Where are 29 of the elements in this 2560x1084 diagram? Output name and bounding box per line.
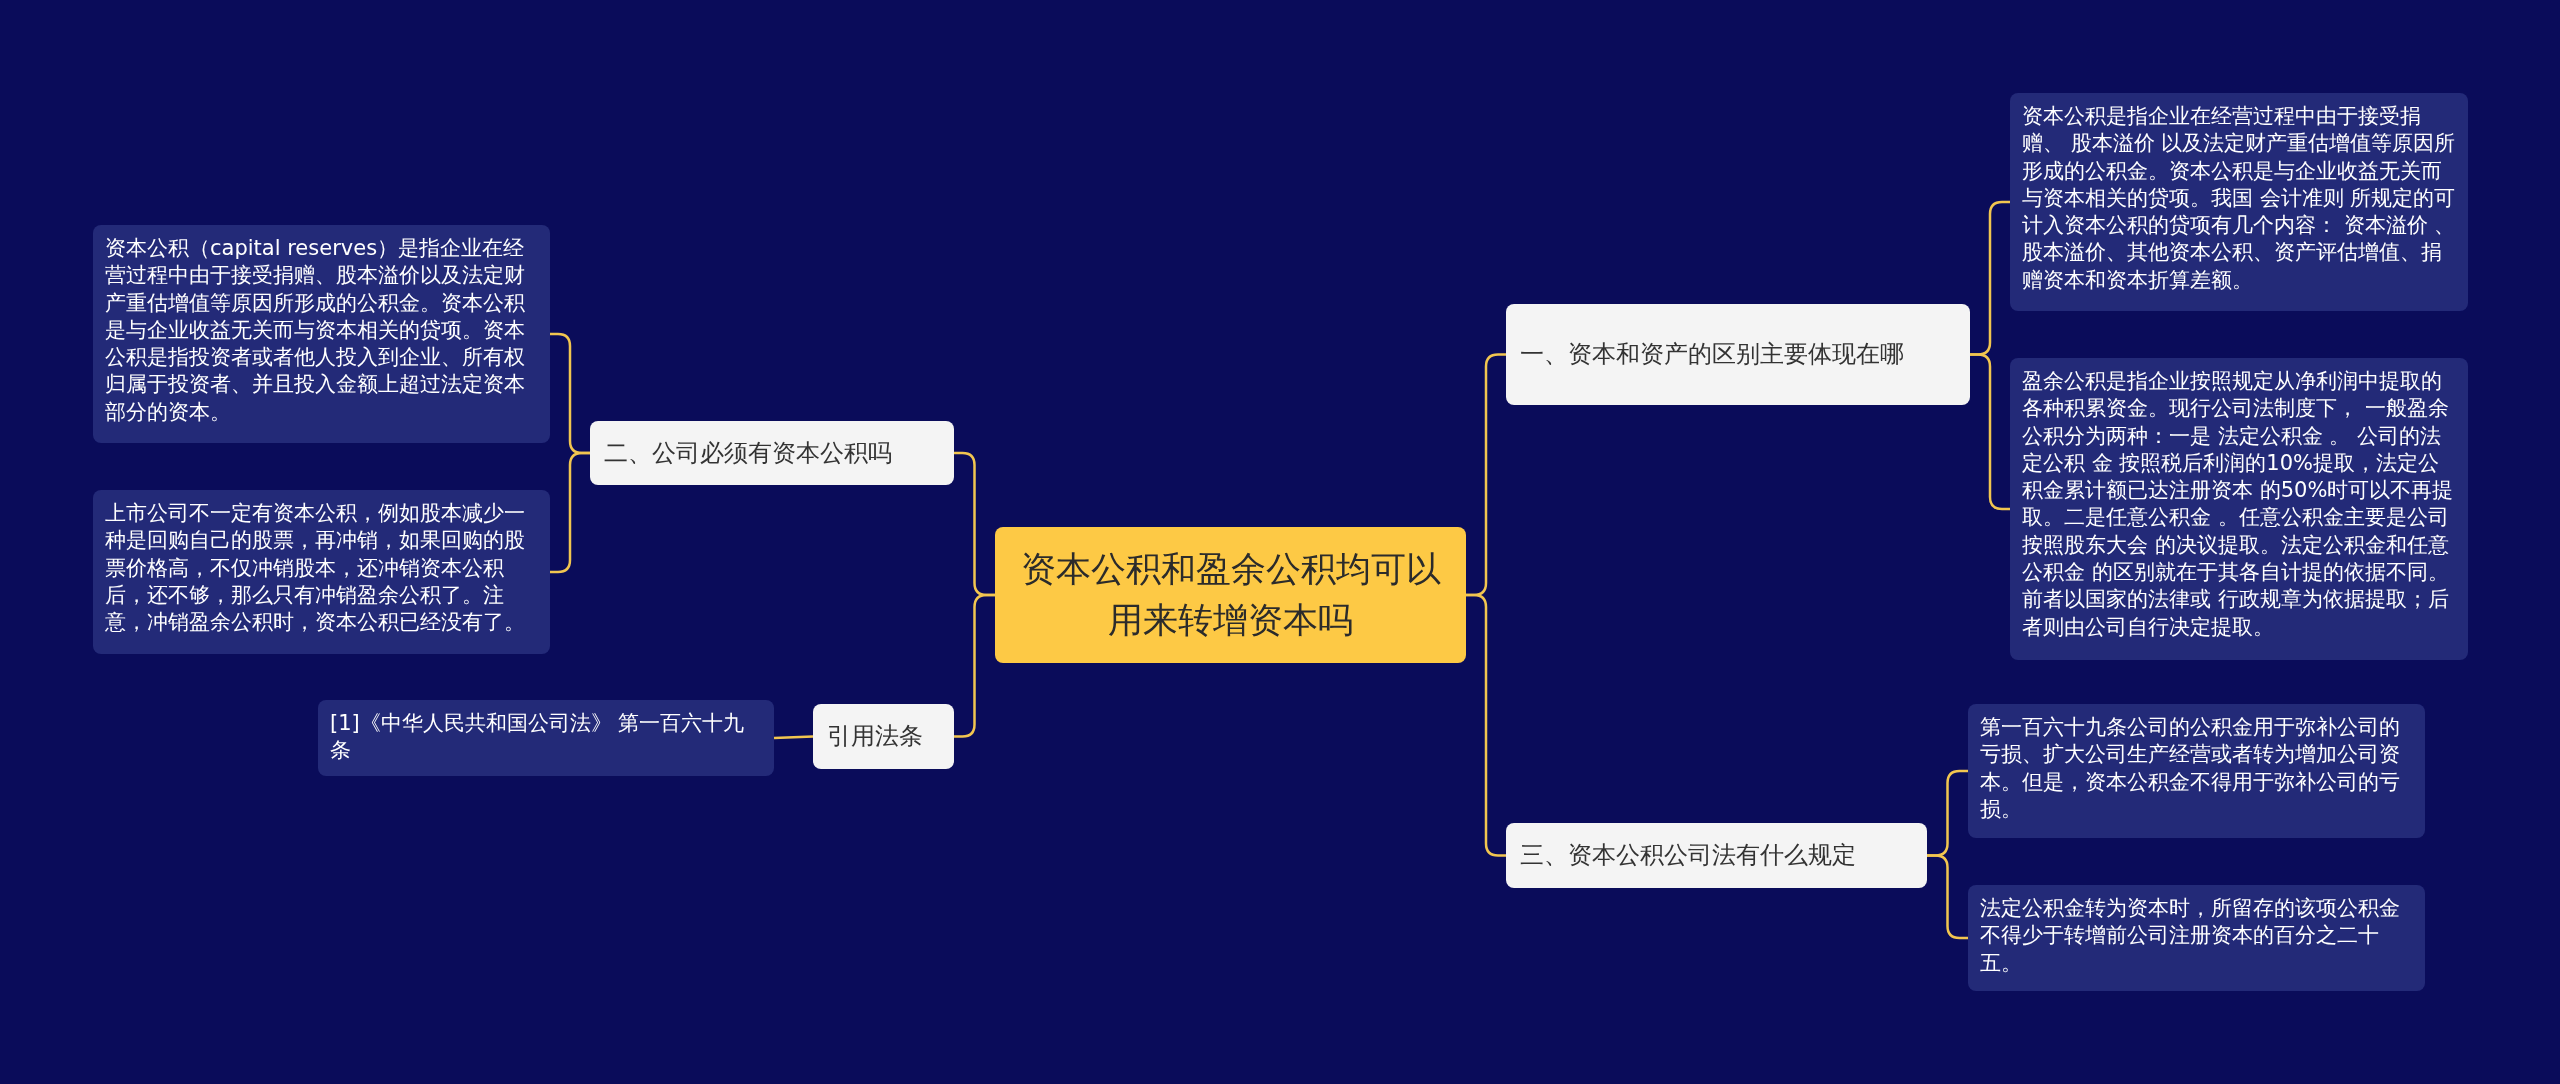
topic-label: 资本公积和盈余公积均可以用来转增资本吗 (1019, 548, 1442, 642)
connector-line (550, 451, 590, 574)
topic-box (590, 421, 954, 485)
topic-box (1506, 823, 1927, 888)
topic-box (1506, 304, 1970, 405)
note-card (93, 490, 550, 654)
note-card (93, 225, 550, 443)
topic-box (813, 704, 954, 769)
note-text: 资本公积（capital reserves）是指企业在经营过程中由于接受捐赠、股本溢价以及法定财产重估增值等原因所形成的公积金。资本公积是与企业收益无关而与资本相关的贷项。资本公积是指投资者或者他人投入到企业、所有权归属于投资者、并且投入金额上超过法定资本部分的资本。 (105, 235, 526, 426)
note-text: 资本公积是指企业在经营过程中由于接受捐赠、 股本溢价 以及法定财产重估增值等原因所形成的公积金。资本公积是与企业收益无关而与资本相关的贷项。我国 会计准则 所规定的可计入资本公积的贷项有几个内容： 资本溢价 、股本溢价、其他资本公积、资产评估增值、捐赠资本和资本折算差额。 (2022, 103, 2457, 294)
note-text: 盈余公积是指企业按照规定从净利润中提取的各种积累资金。现行公司法制度下， 一般盈余公积分为两种：一是 法定公积金 。 公司的法定公积 金 按照税后利润的10%提取，法定公积金累计额已达注册资本 的50%时可以不再提取。二是任意公积金 。任意公积金主要是公司按照股东大会 的决议提取。法定公积金和任意公积金 的区别就在于其各自计提的依据不同。前者以国家的法律或 行政规章为依据提取；后者则由公司自行决定提取。 (2022, 368, 2455, 641)
topic-label: 三、资本公积公司法有什么规定 (1520, 840, 1856, 872)
topic-label: 二、公司必须有资本公积吗 (604, 437, 892, 469)
connector-line (773, 735, 814, 740)
topic-label: 一、资本和资产的区别主要体现在哪 (1520, 339, 1904, 371)
note-text: 第一百六十九条公司的公积金用于弥补公司的亏损、扩大公司生产经营或者转为增加公司资本。但是，资本公积金不得用于弥补公司的亏损。 (1980, 714, 2401, 823)
note-text: [1]《中华人民共和国公司法》 第一百六十九条 (330, 710, 746, 765)
connector-line (954, 593, 995, 738)
connector-line (1970, 353, 2010, 511)
note-text: 上市公司不一定有资本公积，例如股本减少一种是回购自己的股票，再冲销，如果回购的股票价格高，不仅冲销股本，还冲销资本公积后，还不够，那么只有冲销盈余公积了。注意，冲销盈余公积时，资本公积已经没有了。 (105, 500, 526, 637)
note-card (2010, 93, 2468, 311)
connector-line (1927, 854, 1968, 940)
note-card (318, 700, 774, 776)
topic-label: 引用法条 (827, 721, 923, 753)
note-card (1968, 704, 2425, 838)
note-text: 法定公积金转为资本时，所留存的该项公积金不得少于转增前公司注册资本的百分之二十五。 (1980, 895, 2401, 977)
note-card (1968, 885, 2425, 991)
central-topic-box (995, 527, 1466, 663)
connector-line (1466, 593, 1506, 857)
